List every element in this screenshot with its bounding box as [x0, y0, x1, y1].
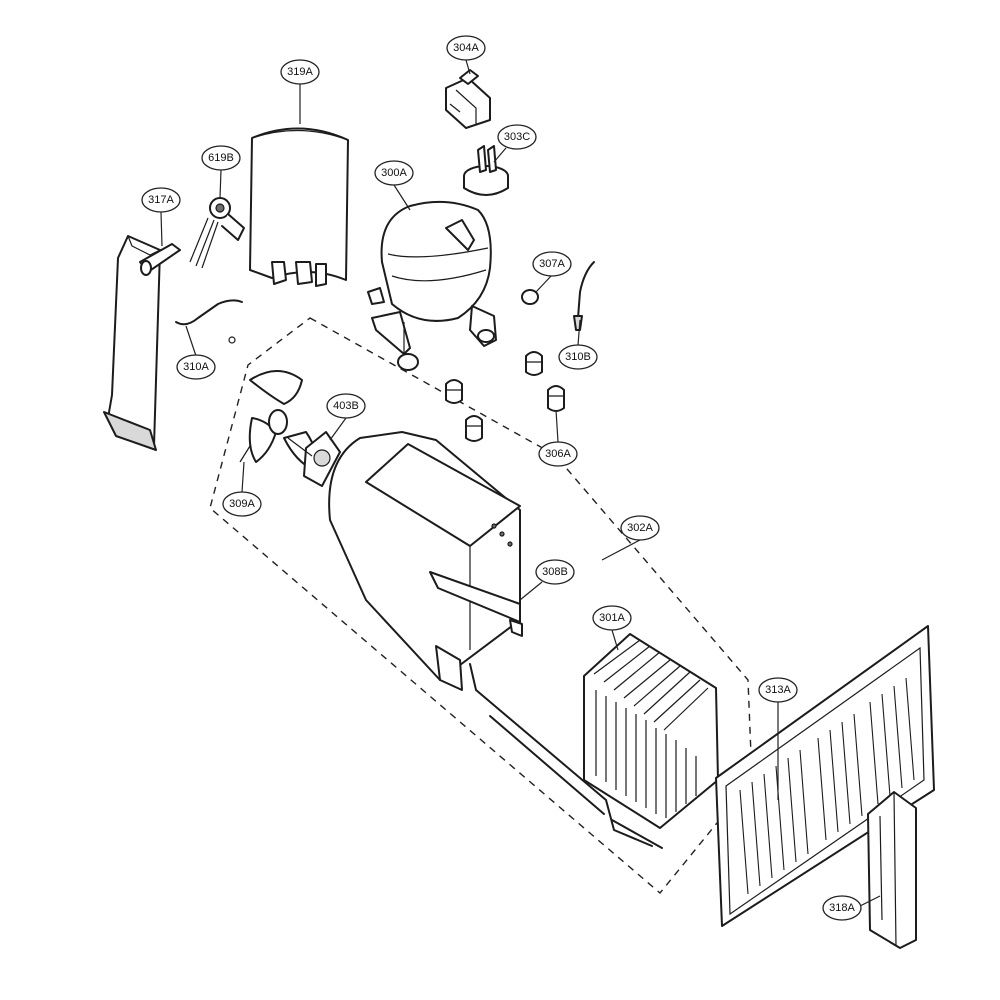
callout-label: 317A: [148, 194, 174, 206]
callout-label: 310A: [183, 361, 209, 373]
callout-label: 318A: [829, 902, 855, 914]
callout-302A: 302A: [620, 515, 660, 541]
callout-label: 403B: [333, 400, 359, 412]
part-318A-side-panel: [867, 791, 917, 949]
callout-307A: 307A: [532, 251, 572, 277]
part-309A-fan-blade: [239, 370, 317, 471]
part-313A-grille: [715, 625, 935, 927]
callout-label: 310B: [565, 351, 591, 363]
part-310A-fitting: [228, 336, 236, 344]
part-307A-grommet: [521, 289, 539, 305]
part-619B-sensor: [189, 197, 245, 269]
assembly-boundary: [209, 317, 753, 894]
callout-309A: 309A: [222, 491, 262, 517]
callout-label: 313A: [765, 684, 791, 696]
part-310B-tube: [577, 261, 595, 319]
callout-310B: 310B: [558, 344, 598, 370]
callout-301A: 301A: [592, 605, 632, 631]
callout-300A: 300A: [374, 160, 414, 186]
callout-308B: 308B: [535, 559, 575, 585]
part-317A-side-cover: [103, 235, 181, 451]
callout-label: 306A: [545, 448, 571, 460]
leader-lines: [160, 59, 881, 907]
part-403B-fan-motor: [287, 431, 341, 487]
callout-label: 307A: [539, 258, 565, 270]
callout-310A: 310A: [176, 354, 216, 380]
callout-label: 619B: [208, 152, 234, 164]
part-303C-overload: [463, 145, 509, 196]
callout-304A: 304A: [446, 35, 486, 61]
part-319A-shield: [249, 127, 349, 287]
callout-label: 301A: [599, 612, 625, 624]
callout-319A: 319A: [280, 59, 320, 85]
part-300A-compressor: [367, 200, 497, 371]
part-304A-relay: [445, 69, 491, 129]
callout-label: 304A: [453, 42, 479, 54]
part-301A-condenser-coil: [469, 633, 719, 849]
callout-label: 300A: [381, 167, 407, 179]
part-308B-shroud: [328, 431, 523, 691]
part-306A-cushions: [445, 351, 565, 442]
callout-403B: 403B: [326, 393, 366, 419]
callout-label: 303C: [504, 131, 530, 143]
callout-label: 308B: [542, 566, 568, 578]
callout-label: 319A: [287, 66, 313, 78]
part-310A-tube: [175, 299, 243, 326]
callout-303C: 303C: [497, 124, 537, 150]
callout-306A: 306A: [538, 441, 578, 467]
callout-619B: 619B: [201, 145, 241, 171]
callout-318A: 318A: [822, 895, 862, 921]
callout-317A: 317A: [141, 187, 181, 213]
callout-label: 302A: [627, 522, 653, 534]
callout-label: 309A: [229, 498, 255, 510]
callout-313A: 313A: [758, 677, 798, 703]
